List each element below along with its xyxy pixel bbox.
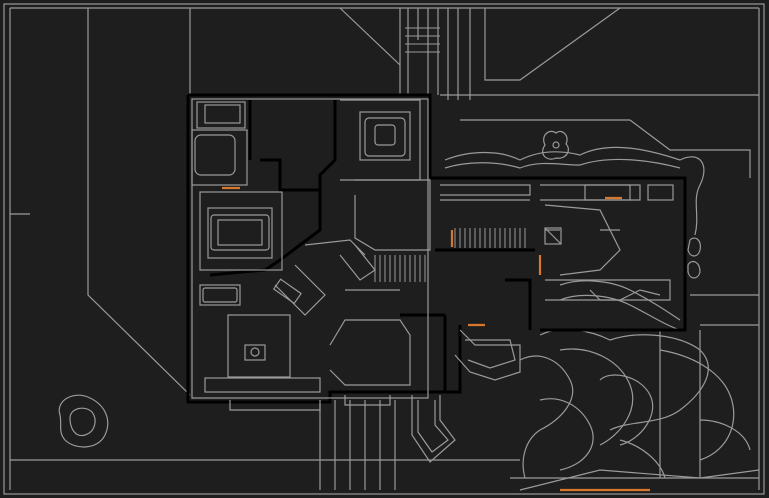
house-interior-lines <box>191 98 701 411</box>
house-exterior-walls <box>186 93 687 404</box>
tree-icon <box>542 130 569 160</box>
stairs <box>374 27 526 282</box>
garden-paths <box>444 146 751 479</box>
sofa-icon <box>194 117 406 303</box>
table-icon <box>204 104 302 361</box>
grounds-lines <box>3 3 765 495</box>
special-lines <box>222 186 650 492</box>
gazebo-outline <box>58 394 109 448</box>
driveway <box>411 329 521 463</box>
